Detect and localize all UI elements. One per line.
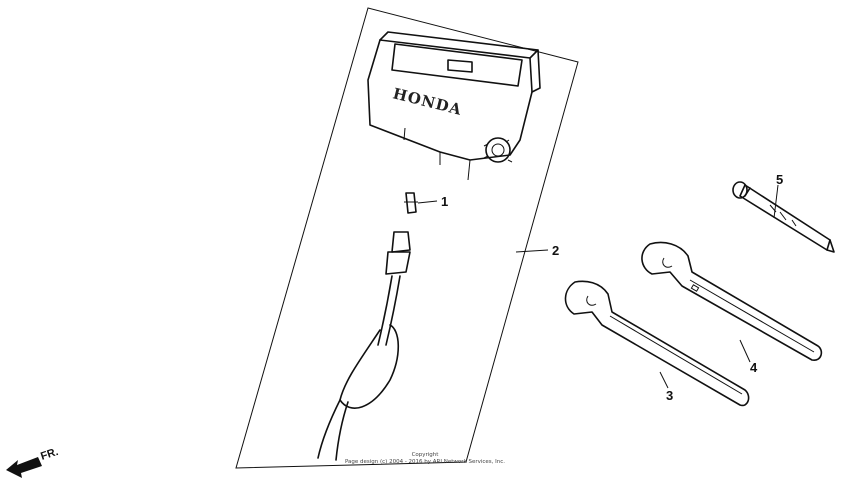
- copyright-line-1: Copyright: [411, 452, 439, 458]
- gauge-housing: HONDA: [367, 31, 541, 181]
- callout-5: 5: [776, 172, 783, 187]
- clip-part: [404, 192, 418, 214]
- callout-3: 3: [666, 388, 673, 403]
- brand-label: HONDA: [391, 84, 464, 119]
- cable-assembly: [317, 231, 411, 461]
- spanner-wrench-3: [564, 280, 750, 407]
- leader-1: [417, 200, 438, 204]
- spanner-wrench-4: [641, 241, 823, 361]
- front-direction-arrow: FR.: [6, 446, 60, 478]
- leader-3: [659, 371, 669, 389]
- assembly-outline: [235, 7, 579, 469]
- direction-label: FR.: [39, 446, 60, 463]
- pin-part-5: [732, 181, 835, 253]
- callout-1: 1: [441, 194, 448, 209]
- leader-4: [739, 339, 751, 363]
- copyright-line-2: Page design (c) 2004 - 2016 by ARI Netwo…: [344, 459, 506, 465]
- leader-2: [515, 249, 549, 253]
- leader-5: [773, 184, 779, 219]
- callout-2: 2: [552, 243, 559, 258]
- knob: [485, 137, 511, 163]
- callout-4: 4: [750, 360, 758, 375]
